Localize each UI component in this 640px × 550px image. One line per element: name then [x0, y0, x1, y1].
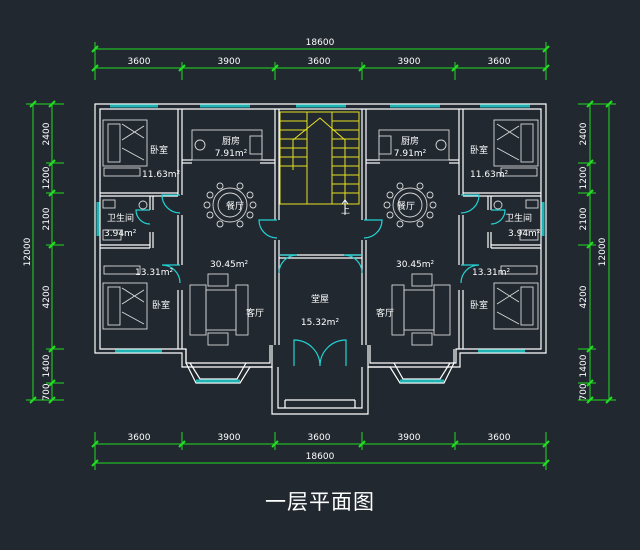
right-bedroom-bottom-area: 13.31m² — [472, 268, 511, 278]
left-living-area: 30.45m² — [210, 260, 249, 270]
bottom-dimension-3: 3600 — [308, 433, 331, 443]
staircase — [279, 111, 360, 205]
left-living-name: 客厅 — [246, 307, 264, 319]
left-bath-name: 卫生间 — [107, 212, 134, 224]
top-dimension-5: 3600 — [488, 57, 511, 67]
left-dimension-3: 2100 — [42, 207, 52, 230]
left-dimension-1: 2400 — [42, 122, 52, 145]
right-bath-area: 3.94m² — [508, 229, 541, 239]
stair-arrow — [341, 199, 349, 215]
right-dimension-5: 1400 — [579, 354, 589, 377]
right-bedroom-top-area: 11.63m² — [470, 170, 509, 180]
right-dining-name: 餐厅 — [397, 200, 415, 212]
doors — [135, 194, 506, 367]
hall-name: 堂屋 — [311, 293, 329, 305]
left-bedroom-top-area: 11.63m² — [142, 170, 181, 180]
room-labels: 卧室 11.63m² 厨房 7.91m² 卫生间 3.94m² 餐厅 30.45… — [104, 135, 541, 328]
right-living-name: 客厅 — [376, 307, 394, 319]
right-dimension-6: 700 — [579, 383, 589, 400]
top-dimension-3: 3600 — [308, 57, 331, 67]
right-kitchen-name: 厨房 — [401, 135, 419, 147]
right-kitchen-area: 7.91m² — [394, 149, 427, 159]
right-dimension-1: 2400 — [579, 122, 589, 145]
right-dimension-4: 4200 — [579, 285, 589, 308]
walls — [94, 103, 547, 415]
right-total-dimension: 12000 — [598, 237, 608, 266]
right-dimension-3: 2100 — [579, 207, 589, 230]
bottom-dimension-4: 3900 — [398, 433, 421, 443]
left-kitchen-name: 厨房 — [222, 135, 240, 147]
bottom-dimension-5: 3600 — [488, 433, 511, 443]
right-bedroom-bottom-name: 卧室 — [470, 299, 488, 311]
left-dining-name: 餐厅 — [226, 200, 244, 212]
left-dimension-6: 700 — [42, 383, 52, 400]
right-dimension-2: 1200 — [579, 166, 589, 189]
left-bedroom-top-name: 卧室 — [150, 144, 168, 156]
hall-area: 15.32m² — [301, 318, 340, 328]
top-dimension-1: 3600 — [128, 57, 151, 67]
bottom-total-dimension: 18600 — [306, 452, 335, 462]
dimension-lines — [26, 42, 616, 470]
bottom-dimension-2: 3900 — [218, 433, 241, 443]
left-dimension-5: 1400 — [42, 354, 52, 377]
right-bath-name: 卫生间 — [505, 212, 532, 224]
furniture — [102, 119, 539, 346]
top-total-dimension: 18600 — [306, 38, 335, 48]
left-dimension-2: 1200 — [42, 166, 52, 189]
top-dimension-2: 3900 — [218, 57, 241, 67]
left-bath-area: 3.94m² — [104, 229, 137, 239]
left-bedroom-bottom-name: 卧室 — [152, 299, 170, 311]
bottom-dimension-1: 3600 — [128, 433, 151, 443]
left-bedroom-bottom-area: 13.31m² — [135, 268, 174, 278]
drawing-caption: 一层平面图 — [265, 490, 375, 514]
left-total-dimension: 12000 — [23, 237, 33, 266]
left-dimension-4: 4200 — [42, 285, 52, 308]
right-bedroom-top-name: 卧室 — [470, 144, 488, 156]
top-dimension-4: 3900 — [398, 57, 421, 67]
right-living-area: 30.45m² — [396, 260, 435, 270]
left-kitchen-area: 7.91m² — [215, 149, 248, 159]
stair-label: 上 — [341, 205, 350, 216]
windows — [96, 104, 545, 383]
